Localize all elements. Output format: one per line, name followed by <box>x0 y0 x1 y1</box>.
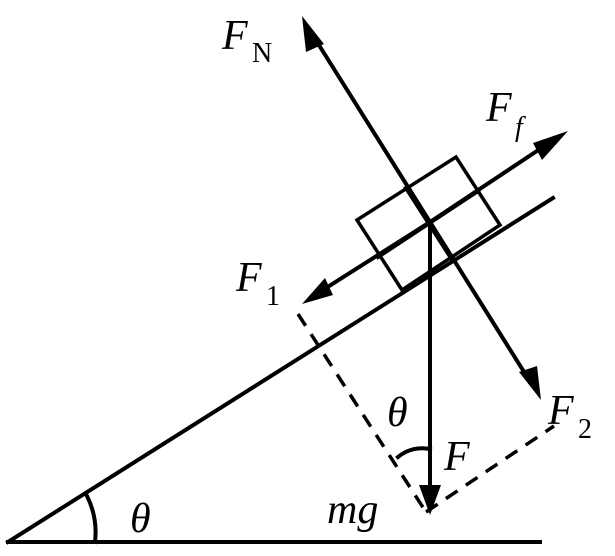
component-f1-arrow <box>302 219 433 304</box>
svg-text:F: F <box>235 255 262 301</box>
svg-text:f: f <box>515 112 526 143</box>
svg-text:F: F <box>221 13 248 59</box>
svg-text:N: N <box>252 38 272 69</box>
component-f2-arrow <box>427 219 541 400</box>
resultant-label: F <box>443 434 470 480</box>
normal-force-label: F N <box>221 13 272 69</box>
component-f1-label: F 1 <box>235 255 280 312</box>
component-f2-label: F 2 <box>547 388 592 445</box>
incline-line <box>5 195 556 545</box>
base-angle-arc <box>84 493 98 545</box>
friction-force-arrow <box>427 131 568 225</box>
base-angle-label: θ <box>130 496 151 542</box>
gravity-angle-label: θ <box>387 390 408 436</box>
svg-text:1: 1 <box>266 281 280 312</box>
svg-text:2: 2 <box>578 414 592 445</box>
svg-text:F: F <box>485 85 512 131</box>
svg-text:F: F <box>547 388 574 434</box>
friction-force-label: F f <box>485 85 526 143</box>
gravity-label: mg <box>327 487 378 533</box>
normal-force-arrow <box>302 16 433 225</box>
dashed-line-right <box>425 424 555 514</box>
dashed-line-left <box>296 313 428 513</box>
gravity-angle-arc <box>395 446 433 460</box>
